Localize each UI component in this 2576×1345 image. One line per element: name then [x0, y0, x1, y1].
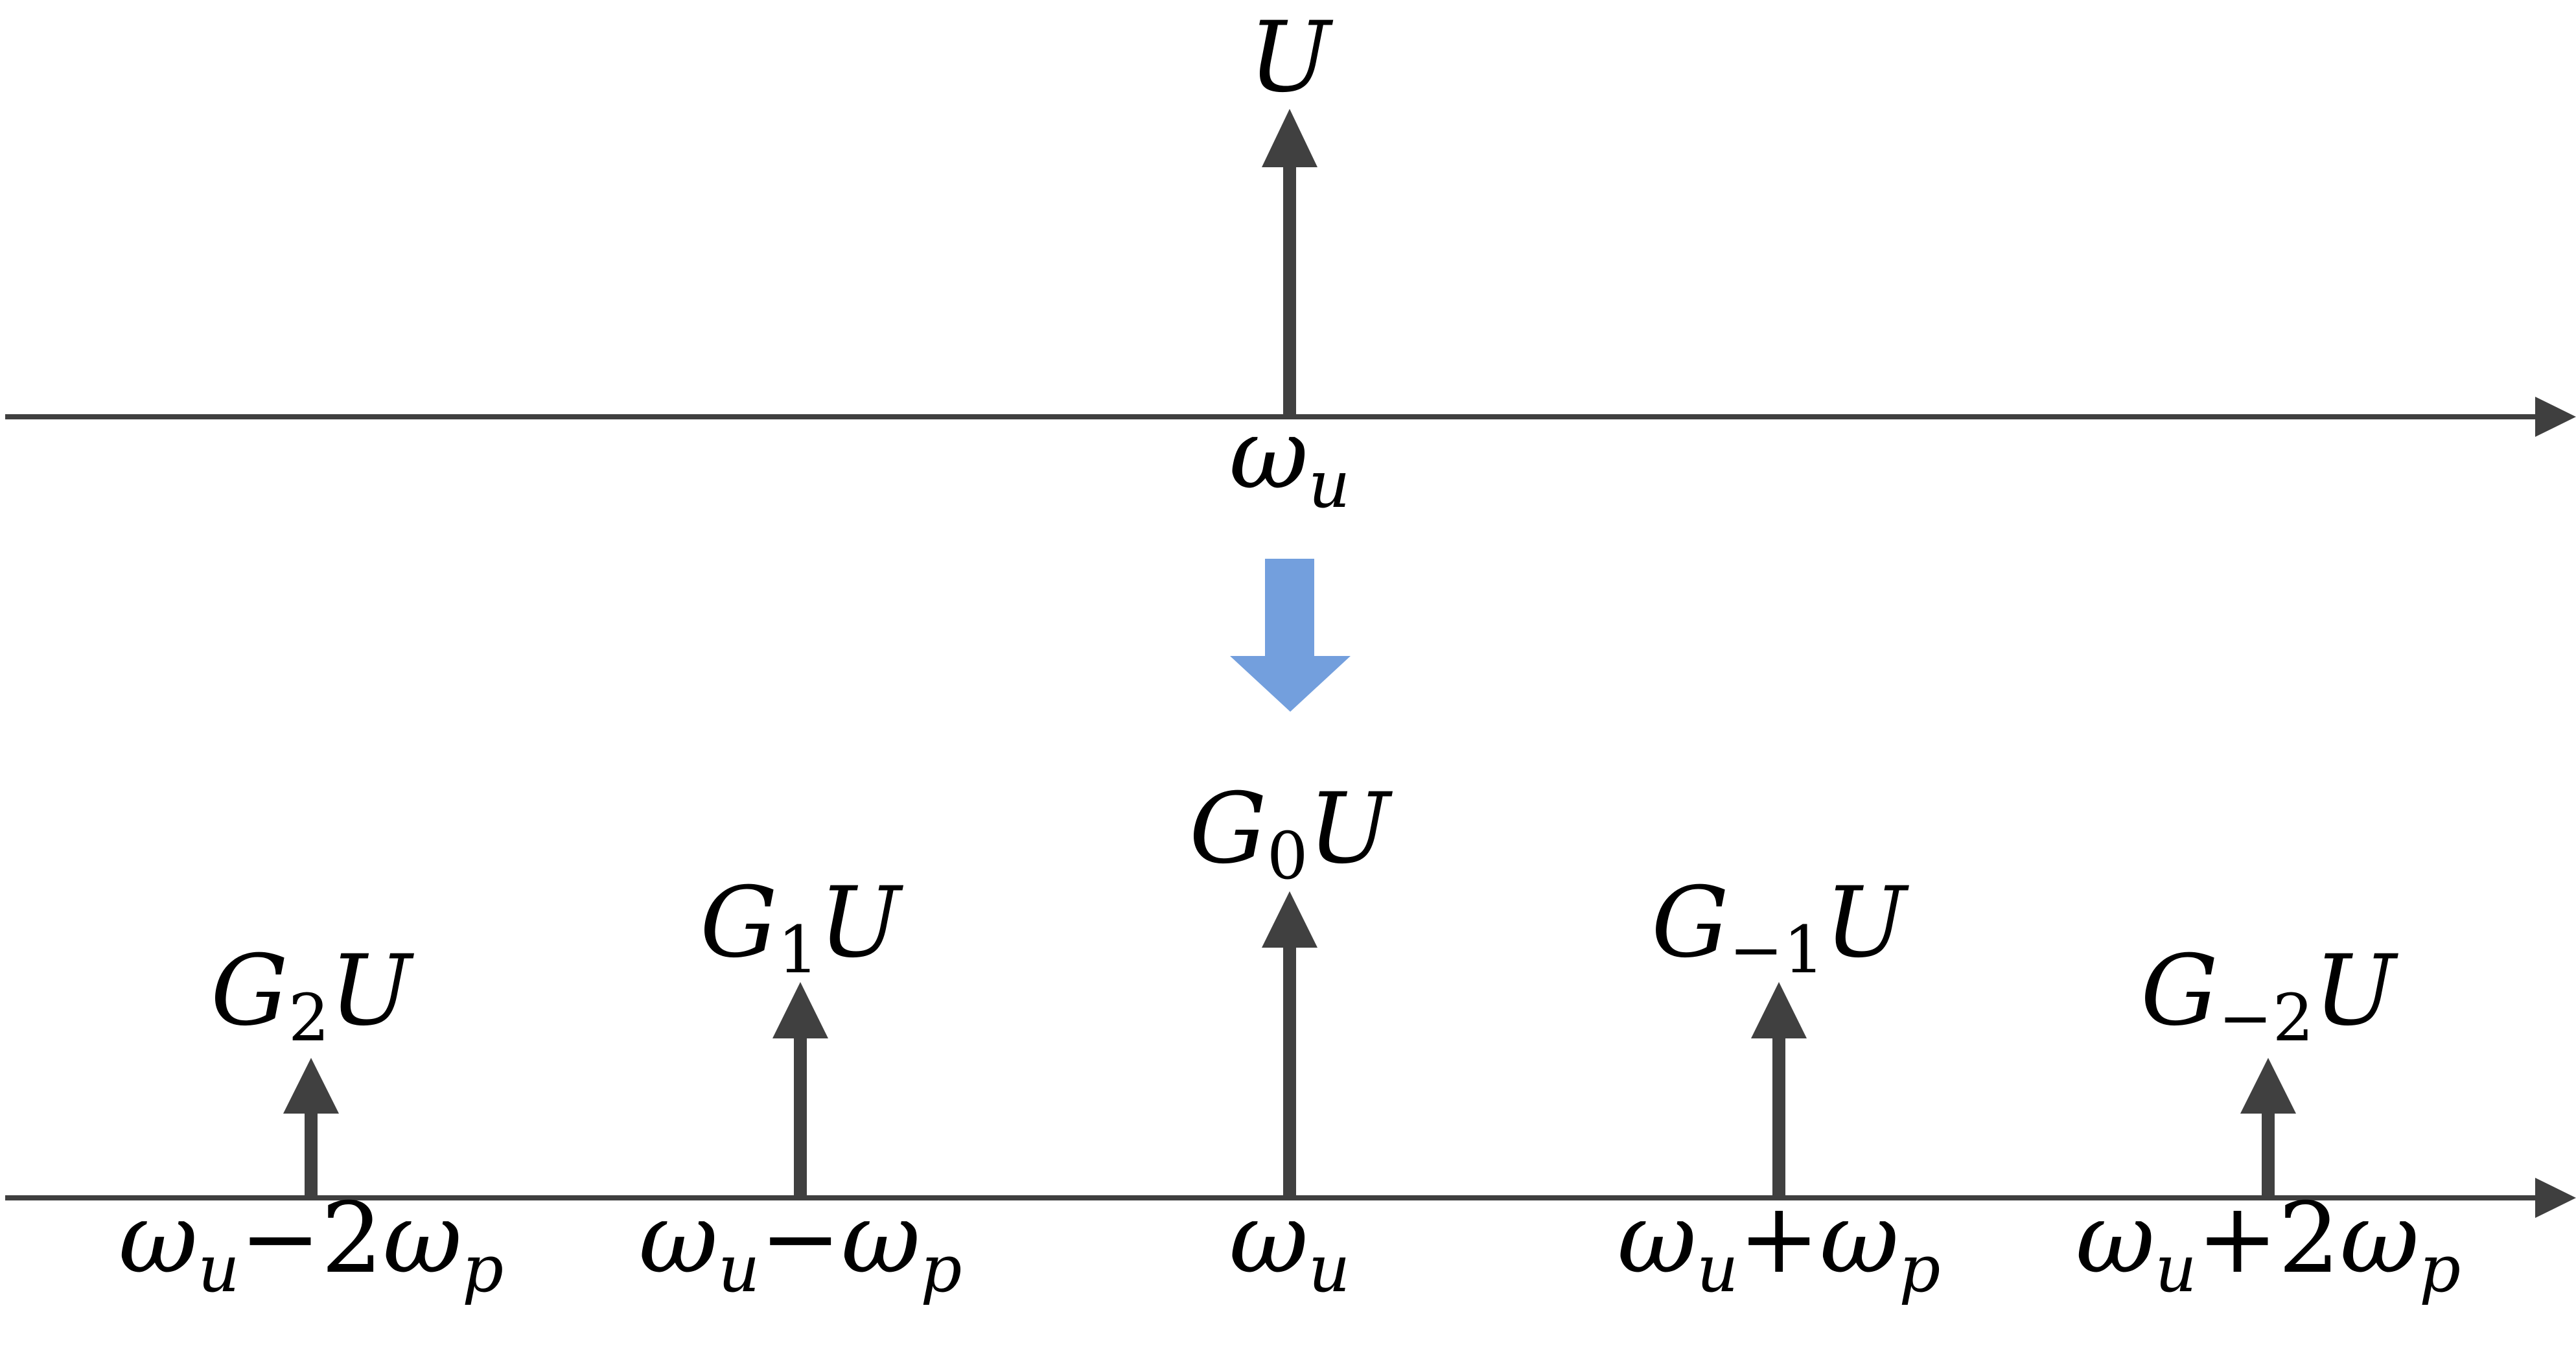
output-spectrum: G2U ωu−2ωp G1U ωu−ωp G0U ωu G−1U ωu+ωp [5, 773, 2576, 1307]
sideband-minus-2: G2U ωu−2ωp [119, 935, 504, 1307]
transform-arrow-shaft [1265, 559, 1314, 657]
frequency-label: ωu+ωp [1618, 1182, 1941, 1307]
top-axis-arrowhead [2535, 397, 2576, 437]
frequency-label: ωu−ωp [639, 1182, 962, 1307]
spectral-arrowhead [283, 1058, 339, 1114]
frequency-label: ωu−2ωp [119, 1182, 504, 1307]
sideband-plus-1: G−1U ωu+ωp [1618, 867, 1941, 1307]
input-amplitude-label: U [1249, 1, 1334, 114]
input-spectral-arrowhead [1262, 109, 1317, 167]
spectral-arrowhead [772, 982, 828, 1038]
spectral-arrowhead [2240, 1058, 2296, 1114]
amplitude-label: G1U [700, 867, 903, 988]
input-spectrum: U ωu [5, 1, 2576, 522]
frequency-label: ωu [1229, 1182, 1351, 1307]
amplitude-label: G2U [211, 935, 414, 1056]
sideband-minus-1: G1U ωu−ωp [639, 867, 962, 1307]
input-frequency-label: ωu [1229, 398, 1351, 522]
transform-arrow [1230, 559, 1351, 712]
amplitude-label: G−1U [1651, 867, 1909, 988]
transform-arrow-head [1230, 656, 1351, 712]
bottom-axis-arrowhead [2535, 1178, 2576, 1218]
carrier-line: G0U ωu [1189, 773, 1393, 1307]
spectral-arrowhead [1751, 982, 1807, 1038]
amplitude-label: G−2U [2141, 935, 2398, 1056]
spectral-arrowhead [1262, 891, 1317, 948]
amplitude-label: G0U [1189, 773, 1393, 894]
sideband-plus-2: G−2U ωu+2ωp [2076, 935, 2461, 1307]
frequency-label: ωu+2ωp [2076, 1182, 2461, 1307]
